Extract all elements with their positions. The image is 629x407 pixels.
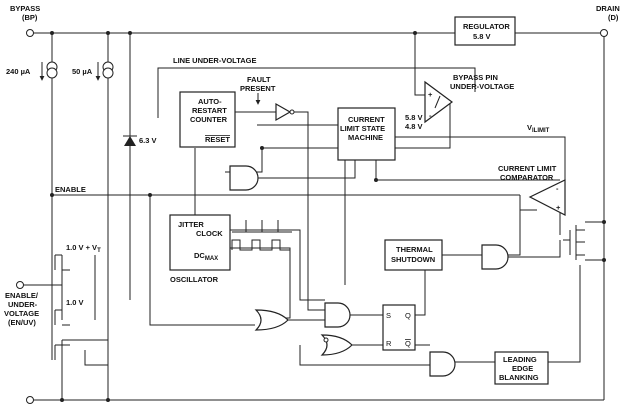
- enable-label-1: ENABLE/: [5, 291, 39, 300]
- bp-uv-label-1: BYPASS PIN: [453, 73, 498, 82]
- current-50-label: 50 µA: [72, 67, 93, 76]
- bypass-uv-comparator: + -: [424, 80, 454, 124]
- autorestart-label-3: COUNTER: [190, 115, 228, 124]
- cl-comp-label-2: COMPARATOR: [500, 173, 554, 182]
- current-source-50: [95, 61, 114, 81]
- ref1-label: 1.0 V + VT: [66, 243, 101, 254]
- fault-label-2: PRESENT: [240, 84, 276, 93]
- cl-state-label-3: MACHINE: [348, 133, 383, 142]
- current-limit-comparator: - +: [528, 179, 566, 216]
- leading-edge-blanking-block: [494, 351, 549, 385]
- current-240-label: 240 µA: [6, 67, 31, 76]
- sr-flip-flop: [382, 304, 416, 351]
- svg-text:-: -: [556, 184, 559, 193]
- enable-and-gate: [229, 165, 259, 191]
- ref2-label: 1.0 V: [66, 298, 84, 307]
- thermal-shutdown-block: [384, 239, 443, 271]
- enable-label-3: VOLTAGE: [4, 309, 39, 318]
- oscillator-label: OSCILLATOR: [170, 275, 219, 284]
- dcmax-label: DCMAX: [194, 251, 218, 262]
- clock-waveforms: [231, 220, 292, 251]
- regulator-block: [454, 16, 516, 46]
- source-pin: [26, 396, 34, 404]
- bypass-code: (BP): [22, 13, 38, 22]
- cl-state-label-1: CURRENT: [348, 115, 385, 124]
- cl-comp-label-1: CURRENT LIMIT: [498, 164, 557, 173]
- enable-label-2: UNDER-: [8, 300, 38, 309]
- autorestart-label-2: RESTART: [192, 106, 227, 115]
- ff-q: Q: [405, 311, 411, 320]
- auto-restart-counter: [179, 91, 236, 148]
- bp-uv-label-2: UNDER-VOLTAGE: [450, 82, 514, 91]
- regulator-voltage: 5.8 V: [473, 32, 491, 41]
- clock-label: CLOCK: [196, 229, 223, 238]
- vilimit-label: VILIMIT: [527, 123, 550, 134]
- thermal-label-2: SHUTDOWN: [391, 255, 435, 264]
- line-uv-label: LINE UNDER-VOLTAGE: [173, 56, 256, 65]
- regulator-label: REGULATOR: [463, 22, 510, 31]
- drain-label: DRAIN: [596, 4, 620, 13]
- svg-text:-: -: [429, 111, 432, 120]
- ff-r: R: [386, 339, 392, 348]
- leb-label-1: LEADING: [503, 355, 537, 364]
- oscillator-block: [169, 214, 231, 271]
- set-and-gate: [324, 302, 351, 328]
- fault-label-1: FAULT: [247, 75, 271, 84]
- bypass-label: BYPASS: [10, 4, 40, 13]
- leb-and-gate: [429, 351, 456, 377]
- enable-pin: [16, 281, 24, 289]
- thermal-label-1: THERMAL: [396, 245, 433, 254]
- power-mosfet: [563, 225, 585, 260]
- clock-or-gate: [254, 309, 289, 331]
- enable-switches: [54, 254, 108, 366]
- bypass-pin: [26, 29, 34, 37]
- current-source-240: [39, 61, 58, 81]
- leb-label-2: EDGE: [512, 364, 533, 373]
- fault-inverter: [275, 102, 295, 122]
- autorestart-label-1: AUTO-: [198, 97, 222, 106]
- zener-diode: [123, 135, 137, 146]
- svg-text:+: +: [556, 203, 561, 212]
- thermal-and-gate: [481, 244, 509, 270]
- reset-or-gate: [320, 334, 353, 356]
- drain-code: (D): [608, 13, 619, 22]
- cl-state-label-2: LIMIT STATE: [340, 124, 385, 133]
- current-limit-state-machine: [337, 107, 396, 161]
- ff-qbar: Q: [405, 339, 411, 348]
- ff-s: S: [386, 311, 391, 320]
- zener-label: 6.3 V: [139, 136, 157, 145]
- svg-text:+: +: [428, 90, 433, 99]
- jitter-label: JITTER: [178, 220, 204, 229]
- junctions: [50, 31, 606, 402]
- bp-v2-label: 4.8 V: [405, 122, 423, 131]
- enable-signal-label: ENABLE: [55, 185, 86, 194]
- reset-label: RESET: [205, 135, 230, 144]
- bp-v1-label: 5.8 V: [405, 113, 423, 122]
- wiring: [22, 32, 605, 401]
- drain-pin: [600, 29, 608, 37]
- leb-label-3: BLANKING: [499, 373, 539, 382]
- enable-label-4: (EN/UV): [8, 318, 36, 327]
